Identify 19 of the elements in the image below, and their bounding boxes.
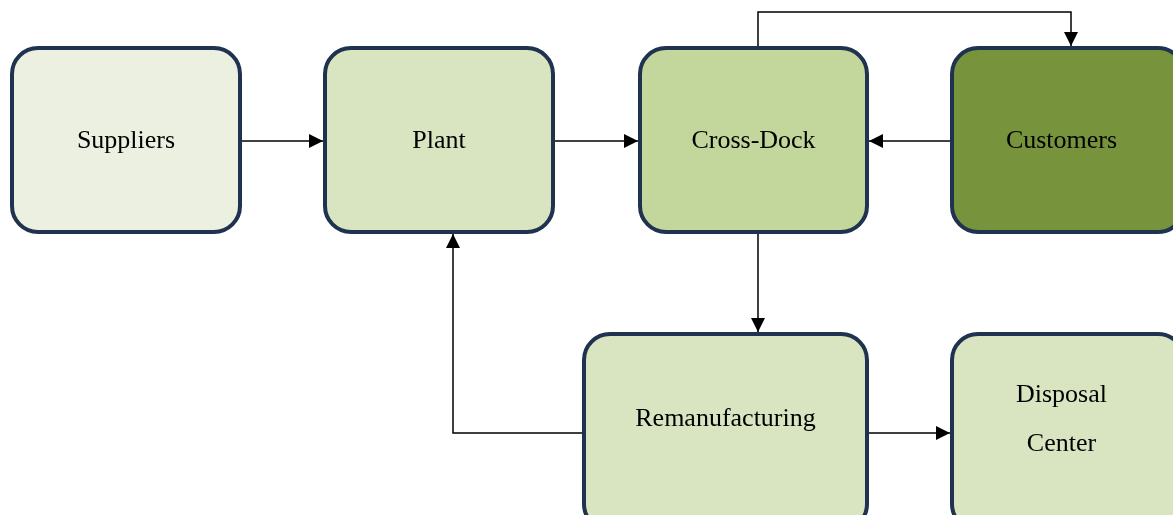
- arrow: [757, 11, 1078, 47]
- process-box: [638, 46, 869, 234]
- arrow: [868, 134, 951, 148]
- arrow: [751, 233, 765, 333]
- node-label: Customers: [1005, 124, 1118, 157]
- arrow: [868, 426, 951, 440]
- process-box: [950, 46, 1173, 234]
- process-box: [582, 332, 869, 515]
- process-box: [10, 46, 242, 234]
- arrow: [554, 134, 639, 148]
- arrow: [446, 233, 583, 434]
- node-label: Plant: [412, 124, 466, 157]
- process-box: [323, 46, 555, 234]
- node-label: Cross-Dock: [691, 124, 816, 157]
- process-box: [950, 332, 1173, 515]
- arrow: [241, 134, 324, 148]
- node-label: Suppliers: [76, 124, 176, 157]
- node-label: Remanufacturing: [635, 402, 816, 435]
- node-label: Disposal Center: [1015, 377, 1108, 459]
